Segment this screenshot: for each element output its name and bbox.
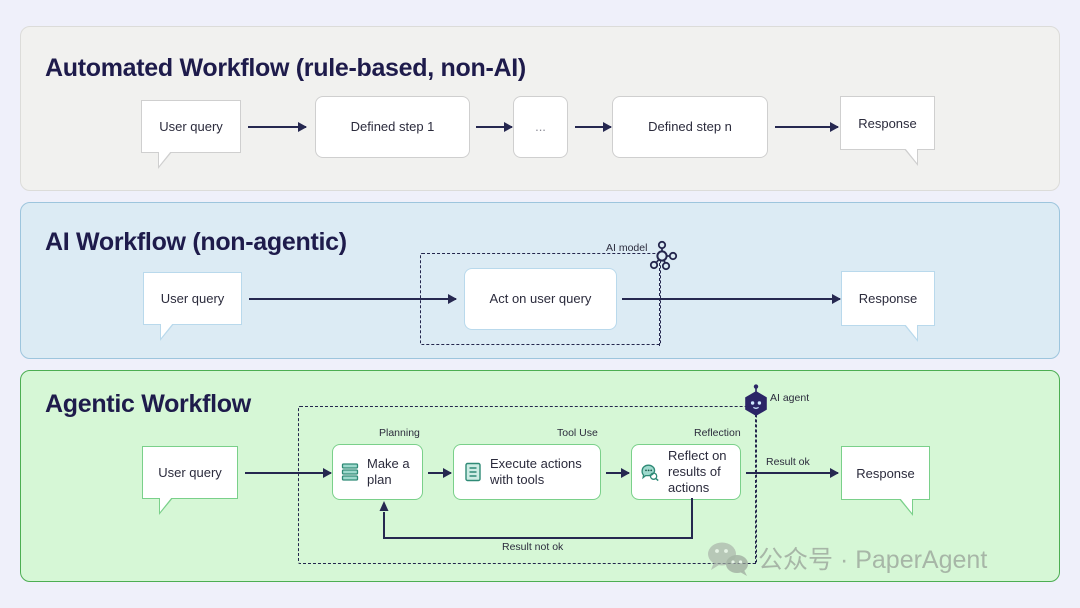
ai-response-bubble: Response <box>841 271 935 342</box>
panel-title-agentic-workflow: Agentic Workflow <box>45 390 251 418</box>
agentic-reflect-on-results: Reflect on results of actions <box>631 444 741 500</box>
act-on-user-query-label: Act on user query <box>489 290 592 306</box>
bubble-tail-icon <box>904 324 918 342</box>
agentic-response-bubble: Response <box>841 446 930 516</box>
arrow-user-query-to-step1 <box>248 122 307 132</box>
automated-ellipsis-step: ... <box>513 96 568 158</box>
ai-model-network-icon <box>644 239 680 280</box>
ai-agent-hexagon-icon <box>739 384 773 425</box>
bubble-tail-icon <box>899 498 913 516</box>
arrow-user-query-to-act <box>249 294 457 304</box>
arrow-execute-to-reflect <box>606 468 630 478</box>
defined-step-n-label: Defined step n <box>648 118 732 134</box>
ai-model-connector-dashed-line <box>659 258 660 346</box>
reflect-on-results-label: Reflect on results of actions <box>668 447 727 496</box>
document-list-icon <box>464 462 482 482</box>
ai-agent-connector-dashed-line <box>755 404 756 564</box>
ai-user-query-label: User query <box>160 291 225 306</box>
ai-user-query-bubble: User query <box>143 272 242 341</box>
make-a-plan-label: Make a plan <box>367 455 410 487</box>
ai-response-label: Response <box>858 291 918 306</box>
stack-layers-icon <box>341 462 359 482</box>
bubble-tail-icon <box>904 148 918 166</box>
ai-model-label: AI model <box>606 242 648 254</box>
automated-defined-step-n: Defined step n <box>612 96 768 158</box>
arrow-step1-to-ellipsis <box>476 122 513 132</box>
bubble-tail-icon <box>158 151 172 169</box>
defined-step-1-label: Defined step 1 <box>350 118 435 134</box>
caption-reflection: Reflection <box>694 427 741 439</box>
arrow-user-query-to-plan <box>245 468 332 478</box>
caption-planning: Planning <box>379 427 420 439</box>
automated-response-label: Response <box>858 115 917 131</box>
arrow-plan-to-execute <box>428 468 452 478</box>
result-not-ok-label: Result not ok <box>497 541 569 553</box>
ai-act-on-user-query: Act on user query <box>464 268 617 330</box>
ellipsis-step-label: ... <box>535 118 546 134</box>
bubble-tail-icon <box>160 323 174 341</box>
agentic-user-query-bubble: User query <box>142 446 238 515</box>
automated-user-query-label: User query <box>159 119 223 134</box>
arrow-reflect-to-response <box>746 468 839 478</box>
panel-title-automated-workflow: Automated Workflow (rule-based, non-AI) <box>45 54 526 82</box>
agentic-response-label: Response <box>856 465 915 481</box>
execute-actions-label: Execute actions with tools <box>490 455 582 487</box>
caption-tool-use: Tool Use <box>557 427 598 439</box>
panel-title-ai-workflow: AI Workflow (non-agentic) <box>45 228 347 256</box>
agentic-execute-actions: Execute actions with tools <box>453 444 601 500</box>
arrow-act-to-response <box>622 294 841 304</box>
speech-bubble-dots-icon <box>640 462 660 482</box>
agent-region-dashed-box <box>298 406 757 564</box>
bubble-tail-icon <box>159 497 173 515</box>
arrow-ellipsis-to-stepn <box>575 122 612 132</box>
ai-agent-label: AI agent <box>770 392 810 404</box>
agentic-make-a-plan: Make a plan <box>332 444 423 500</box>
automated-response-bubble: Response <box>840 96 935 166</box>
result-ok-label: Result ok <box>766 456 810 468</box>
feedback-loop-result-not-ok <box>379 498 693 539</box>
agentic-user-query-label: User query <box>158 465 222 480</box>
automated-defined-step-1: Defined step 1 <box>315 96 470 158</box>
arrow-stepn-to-response <box>775 122 839 132</box>
automated-user-query-bubble: User query <box>141 100 241 169</box>
